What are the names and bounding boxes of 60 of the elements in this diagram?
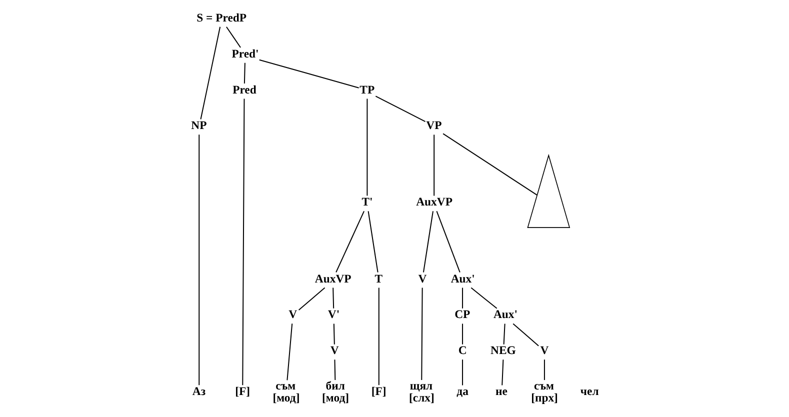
connector [374, 96, 425, 122]
node-text: да [456, 385, 468, 398]
node-text: AuxVP [416, 196, 452, 209]
node-triangle [526, 154, 570, 228]
node-text: V [288, 308, 297, 322]
connector [442, 133, 537, 196]
connector [462, 288, 463, 308]
node-text: V [540, 344, 548, 358]
connector [512, 323, 538, 346]
connector [433, 134, 434, 196]
connector [226, 26, 240, 48]
node-text: CP [454, 308, 470, 322]
connector [436, 211, 460, 272]
connector [332, 324, 334, 344]
node-text: Pred' [231, 47, 258, 60]
node-text: щял [слх] [408, 380, 434, 404]
node-text: S = PredP [196, 11, 246, 24]
connector [243, 62, 245, 84]
connector [286, 324, 292, 380]
connector [502, 324, 505, 344]
connector [422, 211, 434, 272]
node-text: V [330, 344, 338, 358]
node-text: T' [361, 196, 372, 209]
node-text: бил [мод] [322, 380, 349, 404]
node-text: не [495, 385, 507, 398]
connector [200, 26, 220, 120]
node-text: C [458, 344, 466, 358]
connector [462, 360, 463, 386]
connector [334, 360, 336, 380]
connector [198, 134, 200, 386]
node-text: [F] [370, 385, 386, 398]
node-text: Pred [232, 83, 256, 96]
connector [298, 287, 325, 310]
connector [242, 98, 244, 386]
node-text: V' [327, 308, 340, 322]
node-text: съм [прх] [530, 380, 558, 404]
node-text: NP [190, 119, 206, 132]
connector [501, 360, 504, 386]
node-text: Aux' [450, 272, 474, 286]
node-text: V [418, 272, 426, 286]
connector [420, 288, 422, 380]
connector [258, 59, 358, 88]
connector [335, 211, 364, 272]
node-text: VP [426, 119, 442, 132]
node-text: TP [359, 83, 374, 96]
node-text: T [374, 272, 382, 286]
label: чел [580, 385, 598, 398]
connector [378, 288, 379, 386]
connector [470, 287, 497, 309]
node-text: Аз [192, 385, 206, 398]
node-text: Aux' [492, 308, 518, 322]
node-text: [F] [234, 385, 250, 398]
connector [367, 211, 378, 272]
node-text: NEG [490, 344, 516, 358]
connector [462, 324, 463, 344]
node-text: AuxVP [314, 272, 351, 286]
node-text: съм [мод] [272, 380, 300, 404]
connector [366, 98, 368, 196]
connector [332, 288, 334, 308]
connector [543, 360, 544, 380]
